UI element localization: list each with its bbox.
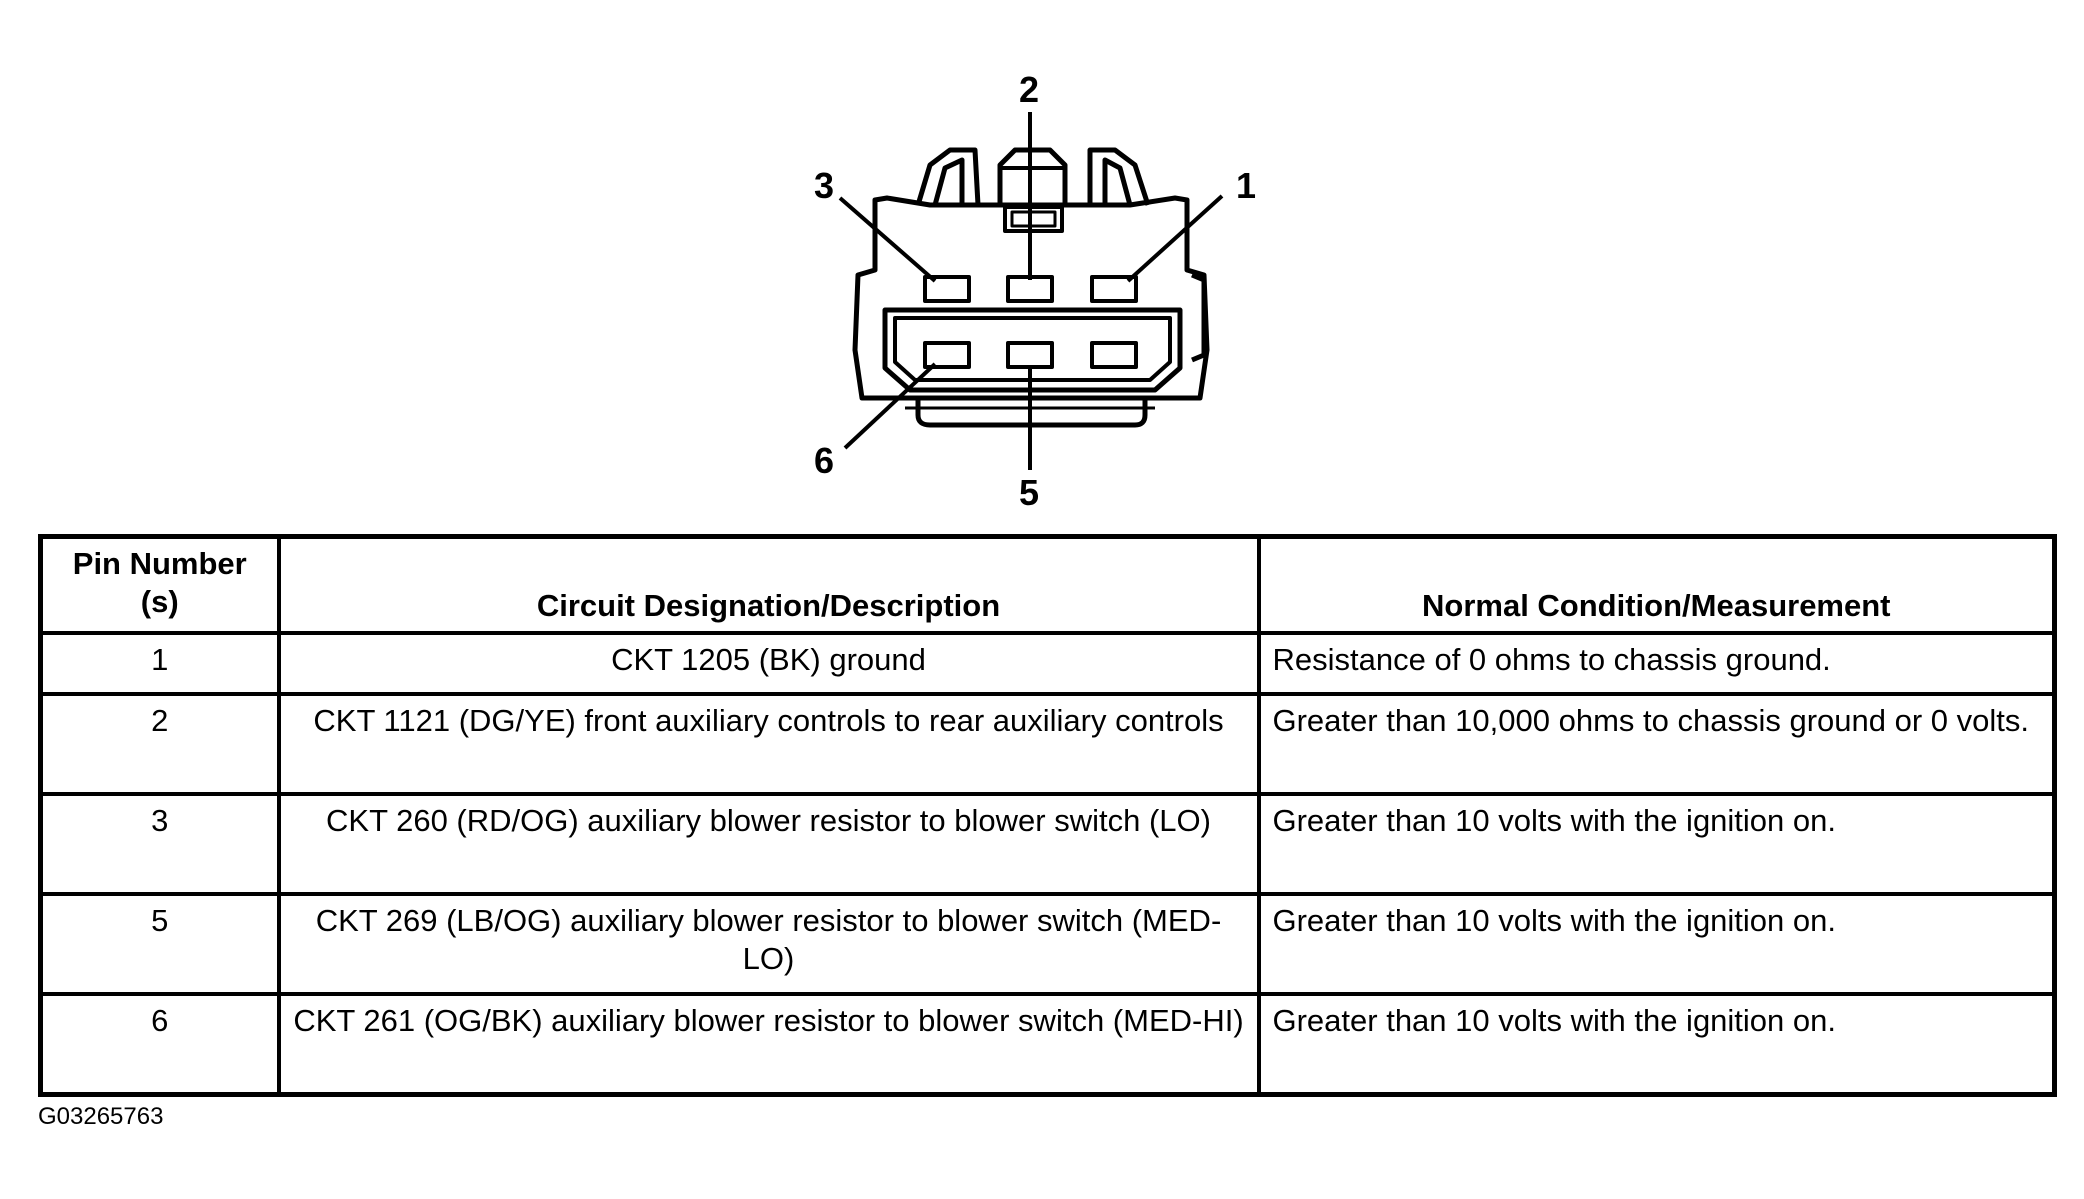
description-cell: CKT 1121 (DG/YE) front auxiliary control… xyxy=(276,692,1261,796)
pin-cavity-4 xyxy=(1090,341,1138,369)
measurement-cell: Greater than 10 volts with the ignition … xyxy=(1256,792,2057,896)
description-cell: CKT 260 (RD/OG) auxiliary blower resisto… xyxy=(276,792,1261,896)
pin-cavity-6 xyxy=(923,341,971,369)
description-cell: CKT 261 (OG/BK) auxiliary blower resisto… xyxy=(276,992,1261,1097)
pin-cell: 5 xyxy=(38,892,281,996)
description-cell: CKT 1205 (BK) ground xyxy=(276,631,1261,696)
table-row: 3 CKT 260 (RD/OG) auxiliary blower resis… xyxy=(38,792,2057,896)
table-header-row: Pin Number(s) Circuit Designation/Descri… xyxy=(38,534,2057,635)
pin-callout-3: 3 xyxy=(814,165,834,206)
table-row: 6 CKT 261 (OG/BK) auxiliary blower resis… xyxy=(38,992,2057,1097)
pin-callout-5: 5 xyxy=(1019,472,1039,513)
leader-line-pin-1 xyxy=(1126,194,1224,283)
pin-cell: 6 xyxy=(38,992,281,1097)
measurement-cell: Greater than 10 volts with the ignition … xyxy=(1256,892,2057,996)
connector-right-latch xyxy=(1087,147,1151,206)
pin-callout-6: 6 xyxy=(814,440,834,481)
connector-left-latch xyxy=(915,147,981,206)
connector-diagram: 2 3 1 6 5 xyxy=(814,69,1256,513)
connector-center-tab xyxy=(997,147,1068,205)
pin-cell: 3 xyxy=(38,792,281,896)
pin-callout-1: 1 xyxy=(1236,165,1256,206)
connector-outer-shell xyxy=(852,195,1210,401)
description-cell: CKT 269 (LB/OG) auxiliary blower resisto… xyxy=(276,892,1261,996)
measurement-cell: Resistance of 0 ohms to chassis ground. xyxy=(1256,631,2057,696)
pin-callout-2: 2 xyxy=(1019,69,1039,110)
pin-cavity-3 xyxy=(923,275,971,303)
measurement-cell: Greater than 10,000 ohms to chassis grou… xyxy=(1256,692,2057,796)
pin-cavity-5 xyxy=(1006,341,1054,369)
pin-table: Pin Number(s) Circuit Designation/Descri… xyxy=(38,534,2057,1097)
leader-line-pin-3 xyxy=(838,196,937,283)
header-measurement: Normal Condition/Measurement xyxy=(1256,534,2057,635)
pin-cavity-1 xyxy=(1090,275,1138,303)
header-description: Circuit Designation/Description xyxy=(276,534,1261,635)
table-row: 2 CKT 1121 (DG/YE) front auxiliary contr… xyxy=(38,692,2057,796)
pin-cell: 1 xyxy=(38,631,281,696)
header-pin-number: Pin Number(s) xyxy=(38,534,281,635)
table-row: 5 CKT 269 (LB/OG) auxiliary blower resis… xyxy=(38,892,2057,996)
figure-id: G03265763 xyxy=(38,1103,164,1130)
measurement-cell: Greater than 10 volts with the ignition … xyxy=(1256,992,2057,1097)
connector-bottom-skirt xyxy=(915,398,1148,428)
pin-cavity-2 xyxy=(1006,275,1054,303)
leader-line-pin-6 xyxy=(843,362,937,450)
connector-lower-housing xyxy=(882,307,1183,393)
table-row: 1 CKT 1205 (BK) ground Resistance of 0 o… xyxy=(38,631,2057,696)
pin-cell: 2 xyxy=(38,692,281,796)
